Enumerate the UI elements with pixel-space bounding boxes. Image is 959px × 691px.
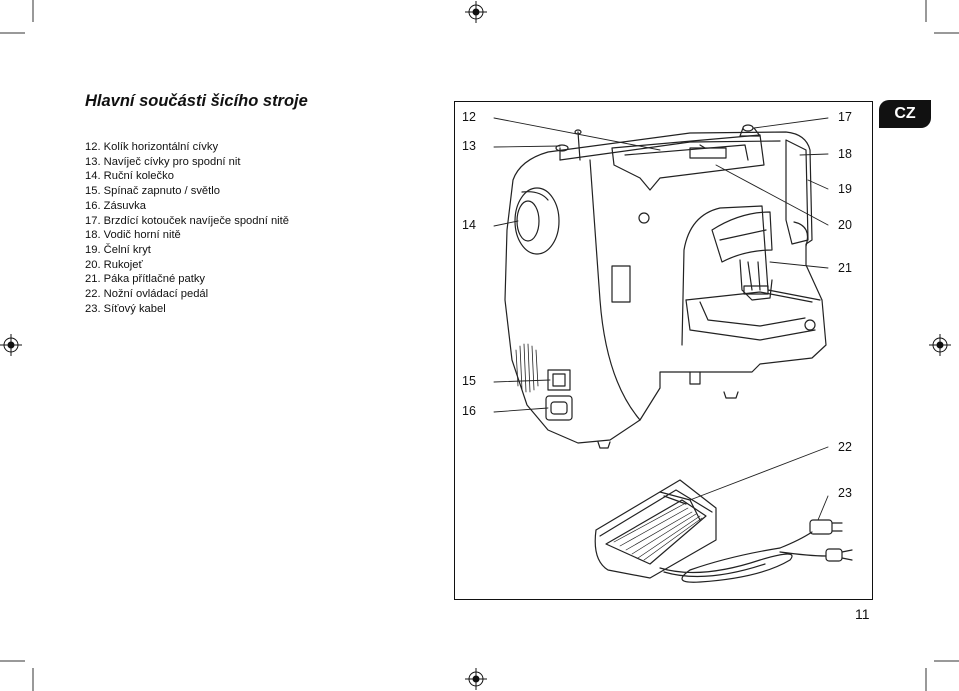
list-item: 17. Brzdící kotouček navíječe spodní nit… — [85, 214, 289, 227]
callout-15: 15 — [462, 374, 476, 388]
callout-22: 22 — [838, 440, 852, 454]
machine-body — [504, 124, 827, 449]
callout-19: 19 — [838, 182, 852, 196]
page-title: Hlavní součásti šicího stroje — [85, 92, 308, 110]
callout-13: 13 — [462, 139, 476, 153]
callout-14: 14 — [462, 218, 476, 232]
list-item: 15. Spínač zapnuto / světlo — [85, 185, 220, 198]
list-item: 13. Navíječ cívky pro spodní nit — [85, 155, 241, 168]
list-item: 14. Ruční kolečko — [85, 170, 174, 183]
list-item: 23. Síťový kabel — [85, 302, 166, 315]
callout-23: 23 — [838, 486, 852, 500]
registration-mark-left — [0, 334, 22, 356]
callout-20: 20 — [838, 218, 852, 232]
page-number: 11 — [855, 606, 870, 622]
leader-lines — [493, 117, 829, 521]
list-item: 16. Zásuvka — [85, 199, 146, 212]
callout-12: 12 — [462, 110, 476, 124]
callout-17: 17 — [838, 110, 852, 124]
list-item: 19. Čelní kryt — [85, 243, 151, 256]
callout-21: 21 — [838, 261, 852, 275]
illustration-frame — [454, 101, 873, 600]
power-cable — [659, 519, 853, 583]
registration-mark-bottom — [465, 668, 487, 690]
registration-mark-right — [929, 334, 951, 356]
registration-mark-top — [465, 1, 487, 23]
language-badge: CZ — [879, 100, 931, 128]
list-item: 21. Páka přítlačné patky — [85, 273, 206, 286]
parts-list: 12. Kolík horizontální cívky 13. Navíječ… — [85, 140, 289, 316]
list-item: 12. Kolík horizontální cívky — [85, 141, 219, 153]
foot-pedal — [594, 479, 717, 579]
list-item: 22. Nožní ovládací pedál — [85, 288, 209, 301]
callout-18: 18 — [838, 147, 852, 161]
list-item: 20. Rukojeť — [85, 258, 143, 271]
callout-16: 16 — [462, 404, 476, 418]
vent-grille — [515, 343, 539, 393]
list-item: 18. Vodič horní nitě — [85, 229, 181, 242]
